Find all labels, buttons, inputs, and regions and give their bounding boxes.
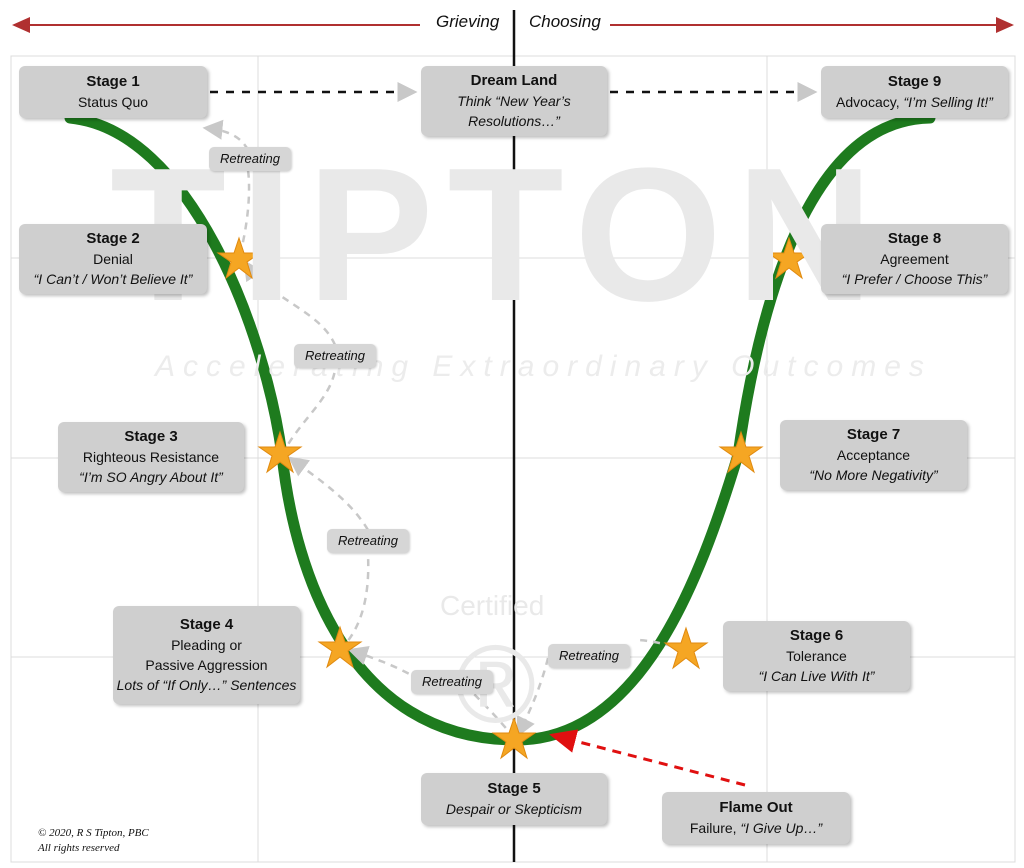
stage-3-desc: Righteous Resistance (82, 449, 220, 465)
retreating-label-5: Retreating (548, 644, 630, 668)
star-stage-3 (257, 430, 303, 474)
stage-9-desc: Advocacy, (836, 94, 904, 110)
stage-6-box: Stage 6 Tolerance “I Can Live With It” (723, 621, 910, 691)
copyright-line-1: © 2020, R S Tipton, PBC (38, 827, 149, 839)
stage-9-box: Stage 9 Advocacy, “I’m Selling It!” (821, 66, 1008, 118)
stage-8-box: Stage 8 Agreement “I Prefer / Choose Thi… (821, 224, 1008, 294)
dream-land-title: Dream Land (470, 72, 558, 89)
star-stage-5 (491, 716, 537, 760)
stage-4-desc-2: Passive Aggression (145, 657, 268, 673)
choosing-label: Choosing (529, 12, 601, 31)
stage-4-title: Stage 4 (179, 616, 234, 633)
copyright: © 2020, R S Tipton, PBC All rights reser… (38, 826, 149, 856)
stage-1-desc: Status Quo (77, 94, 149, 110)
stage-7-desc: Acceptance (836, 447, 911, 463)
star-stage-6 (663, 626, 709, 670)
stage-9-title: Stage 9 (887, 73, 942, 90)
stage-7-title: Stage 7 (846, 426, 901, 443)
stage-8-desc: Agreement (880, 251, 949, 267)
dream-land-box: Dream Land Think “New Year’s Resolutions… (421, 66, 607, 136)
stage-7-quote: “No More Negativity” (809, 467, 938, 483)
flame-out-desc-line: Failure, “I Give Up…” (662, 818, 850, 838)
stage-5-box: Stage 5 Despair or Skepticism (421, 773, 607, 825)
grieving-label: Grieving (436, 12, 500, 31)
stage-8-quote: “I Prefer / Choose This” (841, 271, 988, 287)
retreating-label-4: Retreating (411, 670, 493, 694)
stage-2-title: Stage 2 (86, 230, 140, 247)
stage-3-title: Stage 3 (124, 428, 178, 445)
flame-out-quote: “I Give Up…” (740, 820, 823, 836)
copyright-line-2: All rights reserved (38, 842, 120, 854)
flame-out-arrow (549, 729, 746, 787)
stage-stars (216, 236, 812, 760)
stage-4-box: Stage 4 Pleading or Passive Aggression L… (113, 606, 300, 704)
stage-2-box: Stage 2 Denial “I Can’t / Won’t Believe … (19, 224, 207, 294)
flame-out-box: Flame Out Failure, “I Give Up…” (662, 792, 850, 844)
flame-out-desc: Failure, (689, 820, 741, 836)
flame-out-title: Flame Out (719, 799, 793, 816)
star-stage-8 (766, 236, 812, 280)
stage-2-desc: Denial (93, 251, 133, 267)
stage-9-desc-line: Advocacy, “I’m Selling It!” (821, 92, 1008, 112)
watermark-tagline: Accelerating Extraordinary Outcomes (155, 350, 932, 383)
stage-6-desc: Tolerance (786, 648, 847, 664)
stage-7-box: Stage 7 Acceptance “No More Negativity” (780, 420, 967, 490)
stage-5-title: Stage 5 (487, 780, 541, 797)
stage-9-quote: “I’m Selling It!” (903, 94, 993, 110)
stage-6-quote: “I Can Live With It” (758, 668, 875, 684)
stage-8-title: Stage 8 (887, 230, 942, 247)
retreating-label-3: Retreating (327, 529, 409, 553)
stage-5-desc: Despair or Skepticism (445, 801, 583, 817)
star-stage-7 (718, 430, 764, 474)
star-stage-2 (216, 236, 262, 280)
watermark-certified: Certified (440, 590, 545, 621)
stage-3-quote: “I’m SO Angry About It” (79, 469, 223, 485)
stage-4-quote: Lots of “If Only…” Sentences (116, 677, 297, 693)
stage-1-box: Stage 1 Status Quo (19, 66, 207, 118)
dream-land-line-1: Think “New Year’s (457, 93, 571, 109)
watermark-name: TIPTON (110, 129, 888, 341)
retreating-label-2: Retreating (294, 344, 376, 368)
star-stage-4 (317, 625, 363, 669)
stage-4-desc: Pleading or (171, 637, 242, 653)
retreating-label-1: Retreating (209, 147, 291, 171)
stage-1-title: Stage 1 (86, 73, 140, 90)
dream-land-line-2: Resolutions…” (468, 113, 560, 129)
stage-6-title: Stage 6 (789, 627, 844, 644)
stage-2-quote: “I Can’t / Won’t Believe It” (33, 271, 193, 287)
stage-3-box: Stage 3 Righteous Resistance “I’m SO Ang… (58, 422, 244, 492)
